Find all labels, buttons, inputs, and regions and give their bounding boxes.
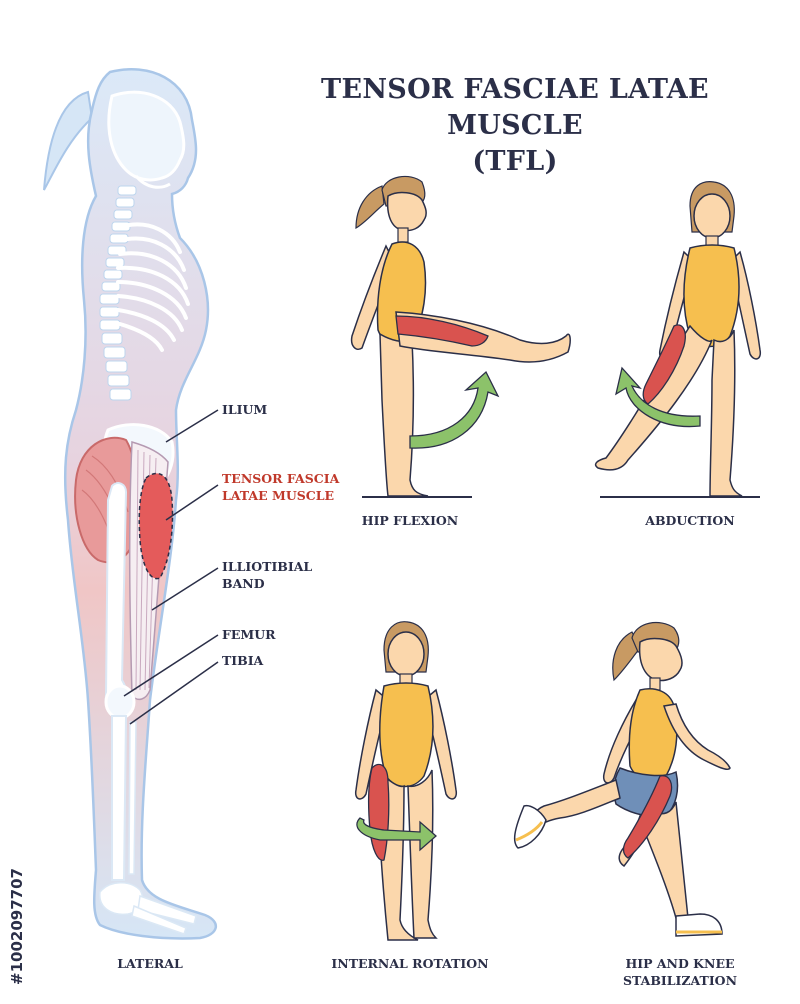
caption-stabilization: HIP AND KNEE STABILIZATION xyxy=(590,955,770,989)
caption-internal-rotation: INTERNAL ROTATION xyxy=(331,956,489,971)
hip-flexion-arrow xyxy=(409,370,500,449)
caption-stabilization-line-1: HIP AND KNEE xyxy=(625,956,735,971)
lateral-leader-lines xyxy=(123,409,219,725)
label-itb-line-1: ILLIOTIBIAL xyxy=(222,559,313,574)
stabilization-head xyxy=(638,637,683,682)
label-ilium: ILIUM xyxy=(222,402,268,417)
lateral-tfl-muscle xyxy=(138,472,174,580)
hip-flexion-standing-leg xyxy=(379,332,429,497)
abduction-head xyxy=(693,193,731,239)
hip-flexion-head xyxy=(386,191,427,232)
label-iliotibial-band: ILLIOTIBIAL BAND xyxy=(222,558,312,592)
title-line-2: (TFL) xyxy=(472,146,558,177)
label-itb-line-2: BAND xyxy=(222,576,265,591)
label-femur: FEMUR xyxy=(222,627,276,642)
stock-id: #1002097707 xyxy=(8,868,26,985)
abduction-standing-leg xyxy=(709,329,743,497)
lateral-figure xyxy=(43,68,219,940)
internal-rotation-figure xyxy=(354,621,458,941)
lateral-ribcage xyxy=(116,222,190,352)
title-line-1: TENSOR FASCIAE LATAE MUSCLE xyxy=(321,74,709,141)
stabilization-figure xyxy=(513,621,731,937)
hip-flexion-figure xyxy=(350,175,571,498)
lateral-knee xyxy=(104,684,136,720)
lateral-fibula xyxy=(128,721,137,875)
internal-rotation-swimsuit xyxy=(379,682,434,788)
internal-rotation-right-leg xyxy=(407,769,438,939)
caption-stabilization-line-2: STABILIZATION xyxy=(623,973,737,988)
stabilization-back-shoe-trim xyxy=(515,821,544,842)
lateral-gluteus xyxy=(74,436,139,564)
caption-lateral: LATERAL xyxy=(117,956,183,971)
internal-rotation-tfl-muscle xyxy=(368,763,390,861)
stabilization-ponytail xyxy=(612,631,641,682)
hip-flexion-neck xyxy=(397,227,409,243)
hip-flexion-ponytail xyxy=(355,185,385,230)
lateral-skull xyxy=(107,90,186,182)
label-tfl: TENSOR FASCIA LATAE MUSCLE xyxy=(222,470,339,504)
internal-rotation-head xyxy=(387,631,425,677)
label-tfl-line-2: LATAE MUSCLE xyxy=(222,488,335,503)
stabilization-top xyxy=(628,688,678,781)
hip-flexion-tfl-muscle xyxy=(395,315,489,347)
lateral-tibia xyxy=(111,715,128,881)
stabilization-front-leg xyxy=(643,801,689,919)
lateral-jaw xyxy=(134,174,171,189)
caption-abduction: ABDUCTION xyxy=(645,513,735,528)
abduction-arrow xyxy=(615,366,701,428)
label-tfl-line-1: TENSOR FASCIA xyxy=(222,471,340,486)
abduction-figure xyxy=(594,181,762,498)
stabilization-tfl-muscle xyxy=(622,775,673,859)
internal-rotation-arrow xyxy=(356,817,437,852)
lateral-foot-bones xyxy=(99,882,197,935)
stabilization-front-arm xyxy=(663,703,731,771)
label-tibia: TIBIA xyxy=(222,653,264,668)
page-title: TENSOR FASCIAE LATAE MUSCLE (TFL) xyxy=(250,72,780,180)
caption-hip-flexion: HIP FLEXION xyxy=(361,513,459,528)
lateral-ponytail xyxy=(43,90,94,191)
